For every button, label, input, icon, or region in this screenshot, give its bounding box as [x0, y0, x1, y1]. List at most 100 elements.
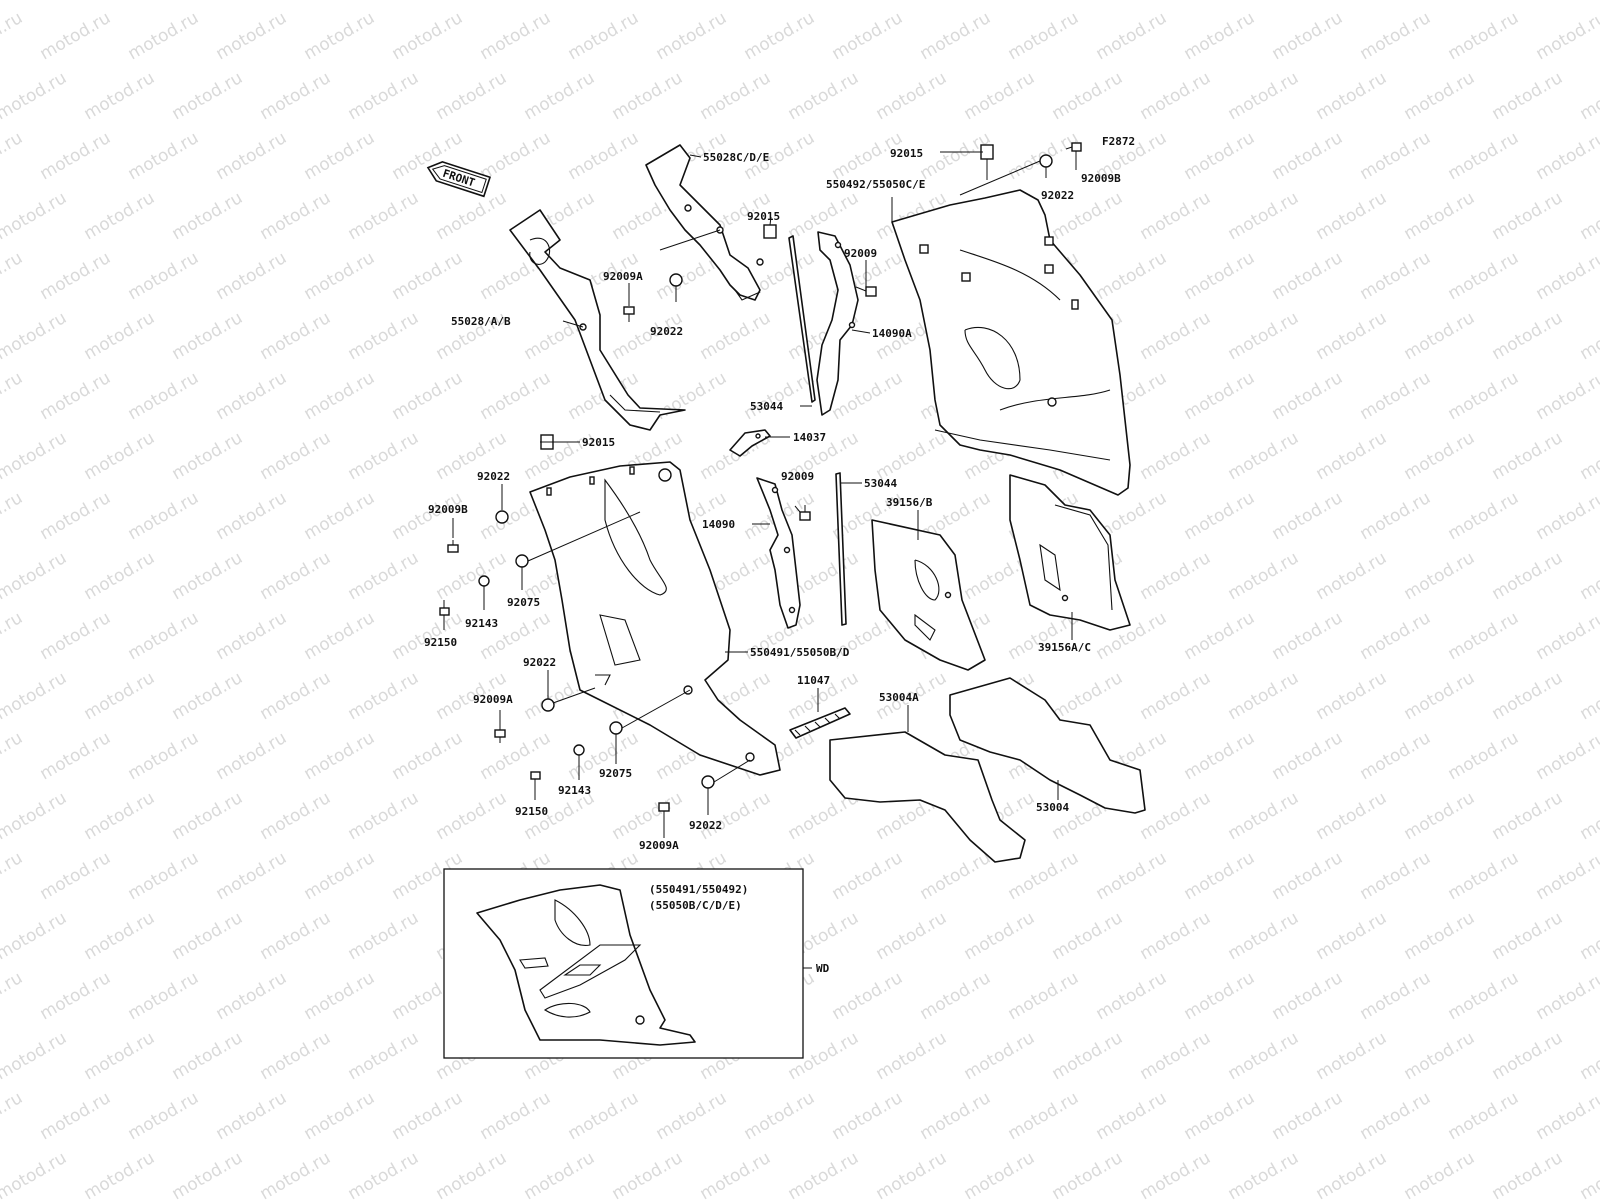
watermark-text: motod.ru — [1049, 68, 1127, 124]
watermark-text: motod.ru — [1533, 1088, 1600, 1144]
watermark-text: motod.ru — [433, 188, 511, 244]
diagram-code: F2872 — [1102, 135, 1135, 148]
watermark-text: motod.ru — [345, 68, 423, 124]
watermark-text: motod.ru — [81, 308, 159, 364]
watermark-text: motod.ru — [169, 0, 247, 4]
watermark-text: motod.ru — [301, 608, 379, 664]
watermark-text: motod.ru — [81, 1148, 159, 1200]
part-label: 92022 — [477, 470, 510, 483]
watermark-text: motod.ru — [125, 848, 203, 904]
watermark-text: motod.ru — [301, 248, 379, 304]
watermark-text: motod.ru — [37, 1088, 115, 1144]
watermark-text: motod.ru — [0, 548, 70, 604]
watermark-text: motod.ru — [169, 668, 247, 724]
watermark-text: motod.ru — [389, 368, 467, 424]
watermark-text: motod.ru — [1577, 428, 1600, 484]
watermark-text: motod.ru — [345, 428, 423, 484]
watermark-text: motod.ru — [257, 548, 335, 604]
watermark-text: motod.ru — [1445, 8, 1523, 64]
watermark-text: motod.ru — [1489, 668, 1567, 724]
watermark-text: motod.ru — [609, 1148, 687, 1200]
watermark-text: motod.ru — [1137, 0, 1215, 4]
watermark-text: motod.ru — [125, 488, 203, 544]
watermark-text: motod.ru — [1181, 248, 1259, 304]
collar-icon — [574, 745, 584, 755]
watermark-text: motod.ru — [169, 428, 247, 484]
watermark-text: motod.ru — [1313, 188, 1391, 244]
watermark-text: motod.ru — [1225, 428, 1303, 484]
watermark-text: motod.ru — [213, 128, 291, 184]
watermark-text: motod.ru — [1181, 368, 1259, 424]
watermark-text: motod.ru — [1357, 8, 1435, 64]
watermark-text: motod.ru — [301, 968, 379, 1024]
watermark-text: motod.ru — [1357, 1088, 1435, 1144]
watermark-text: motod.ru — [213, 728, 291, 784]
watermark-text: motod.ru — [1225, 548, 1303, 604]
watermark-text: motod.ru — [1533, 128, 1600, 184]
watermark-text: motod.ru — [829, 968, 907, 1024]
watermark-text: motod.ru — [1137, 1028, 1215, 1084]
watermark-text: motod.ru — [169, 1148, 247, 1200]
watermark-text: motod.ru — [1577, 788, 1600, 844]
watermark-text: motod.ru — [1093, 848, 1171, 904]
watermark-text: motod.ru — [1533, 968, 1600, 1024]
part-label: 92015 — [890, 147, 923, 160]
watermark-text: motod.ru — [1049, 908, 1127, 964]
part-label: 92009 — [844, 247, 877, 260]
washer-icon — [1040, 155, 1052, 167]
watermark-text: motod.ru — [1445, 608, 1523, 664]
watermark-text: motod.ru — [829, 8, 907, 64]
watermark-text: motod.ru — [1357, 608, 1435, 664]
watermark-text: motod.ru — [389, 488, 467, 544]
part-label: 14090A — [872, 327, 912, 340]
watermark-text: motod.ru — [125, 248, 203, 304]
watermark-text: motod.ru — [37, 968, 115, 1024]
watermark-text: motod.ru — [213, 1088, 291, 1144]
watermark-text: motod.ru — [1269, 488, 1347, 544]
watermark-text: motod.ru — [1401, 68, 1479, 124]
watermark-text: motod.ru — [0, 368, 26, 424]
watermark-text: motod.ru — [345, 1148, 423, 1200]
watermark-text: motod.ru — [1269, 608, 1347, 664]
watermark-text: motod.ru — [1313, 668, 1391, 724]
watermark-text: motod.ru — [125, 8, 203, 64]
watermark-text: motod.ru — [1401, 0, 1479, 4]
watermark-text: motod.ru — [257, 668, 335, 724]
watermark-text: motod.ru — [81, 1028, 159, 1084]
watermark-text: motod.ru — [1489, 308, 1567, 364]
watermark-text: motod.ru — [917, 848, 995, 904]
watermark-text: motod.ru — [697, 68, 775, 124]
variant-inset: (550491/550492) (55050B/C/D/E) WD — [444, 869, 830, 1058]
watermark-text: motod.ru — [257, 1028, 335, 1084]
watermark-text: motod.ru — [477, 368, 555, 424]
watermark-text: motod.ru — [1225, 188, 1303, 244]
watermark-text: motod.ru — [37, 728, 115, 784]
watermark-text: motod.ru — [521, 0, 599, 4]
watermark-text: motod.ru — [345, 548, 423, 604]
watermark-text: motod.ru — [345, 308, 423, 364]
watermark-text: motod.ru — [565, 8, 643, 64]
watermark-text: motod.ru — [1533, 8, 1600, 64]
watermark-text: motod.ru — [1313, 428, 1391, 484]
part-label: 92022 — [650, 325, 683, 338]
watermark-text: motod.ru — [169, 68, 247, 124]
watermark-text: motod.ru — [1181, 488, 1259, 544]
watermark-text: motod.ru — [213, 608, 291, 664]
watermark-text: motod.ru — [1005, 8, 1083, 64]
watermark-text: motod.ru — [1269, 1088, 1347, 1144]
watermark-text: motod.ru — [961, 68, 1039, 124]
watermark-text: motod.ru — [1357, 728, 1435, 784]
part-label: 92143 — [558, 784, 591, 797]
watermark-text: motod.ru — [1005, 968, 1083, 1024]
watermark-text: motod.ru — [433, 68, 511, 124]
watermark-text: motod.ru — [1489, 188, 1567, 244]
watermark-text: motod.ru — [873, 0, 951, 4]
watermark-text: motod.ru — [1269, 848, 1347, 904]
watermark-text: motod.ru — [609, 0, 687, 4]
watermark-text: motod.ru — [169, 1028, 247, 1084]
watermark-text: motod.ru — [0, 788, 70, 844]
watermark-text: motod.ru — [1137, 788, 1215, 844]
washer-icon — [702, 776, 714, 788]
part-label: 92009 — [781, 470, 814, 483]
